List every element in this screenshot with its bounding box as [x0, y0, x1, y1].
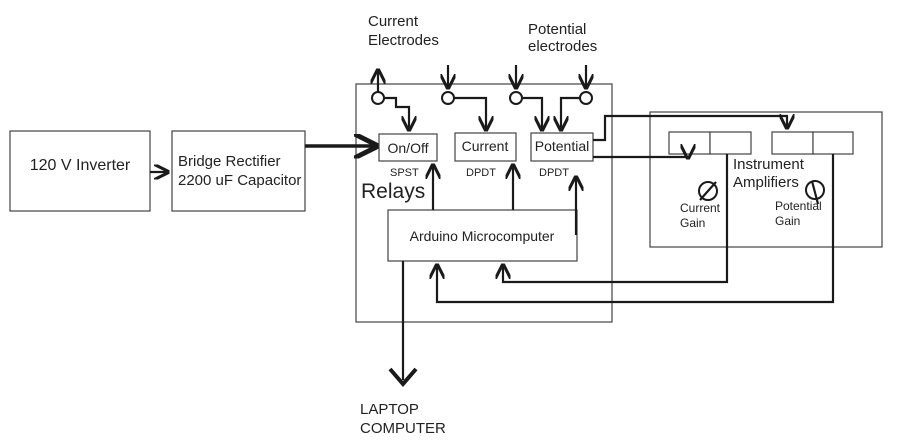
current-gain-label-1: Current — [680, 201, 721, 215]
amp-current-in-b — [709, 131, 752, 155]
potential-gain-label-2: Gain — [775, 214, 800, 228]
current-electrode-terminal-2 — [441, 91, 455, 105]
relay-current-box — [454, 132, 517, 162]
potential-relay-to-current-amp-wire — [593, 157, 688, 158]
potential-gain-knob-pointer — [810, 180, 820, 205]
potential-electrodes-label-1: Potential — [528, 21, 586, 38]
current-electrode-wire — [454, 96, 486, 130]
inverter-block — [9, 130, 151, 212]
potential-electrode-wire-2 — [561, 96, 580, 130]
relay-onoff-box — [378, 133, 438, 162]
current-electrodes-label-2: Electrodes — [368, 32, 439, 49]
dpdt-potential-label: DPDT — [539, 167, 569, 179]
relay-onoff-label: On/Off — [388, 140, 429, 156]
current-electrode-terminal-1 — [371, 91, 385, 105]
arduino-block — [387, 209, 578, 262]
potential-gain-label-1: Potential — [775, 199, 822, 213]
relay-potential-label: Potential — [535, 138, 589, 154]
current-amp-to-arduino-wire — [503, 154, 729, 284]
potential-amp-to-arduino-wire — [437, 154, 835, 304]
amp-potential-in-a — [771, 131, 814, 155]
potential-electrode-terminal-2 — [579, 91, 593, 105]
inverter-label: 120 V Inverter — [30, 157, 131, 174]
potential-relay-to-amp-wire — [593, 116, 787, 142]
laptop-label-line1: LAPTOP — [360, 401, 419, 418]
current-electrodes-label-1: Current — [368, 13, 419, 30]
spst-label: SPST — [390, 167, 419, 179]
amp-current-in-a — [668, 131, 711, 155]
rectifier-label-line1: Bridge Rectifier — [178, 153, 281, 170]
laptop-arrowhead — [388, 367, 418, 388]
relay-board-frame — [355, 83, 613, 323]
rectifier-block — [171, 130, 306, 212]
laptop-label-line2: COMPUTER — [360, 420, 446, 437]
relay-potential-box — [530, 132, 594, 162]
dpdt-current-label: DPDT — [466, 167, 496, 179]
potential-electrode-wire-1 — [522, 96, 542, 130]
potential-electrode-terminal-1 — [509, 91, 523, 105]
arduino-label: Arduino Microcomputer — [410, 228, 555, 244]
relay-current-label: Current — [462, 138, 509, 154]
amp-label-line2: Amplifiers — [733, 174, 799, 191]
current-gain-knob-pointer — [699, 181, 717, 201]
potential-electrodes-label-2: electrodes — [528, 38, 597, 55]
amp-label-line1: Instrument — [733, 156, 805, 173]
rectifier-label-line2: 2200 uF Capacitor — [178, 172, 301, 189]
current-gain-label-2: Gain — [680, 216, 705, 230]
current-terminal-to-relay — [384, 96, 409, 130]
relays-title: Relays — [361, 180, 425, 203]
amp-potential-in-b — [812, 131, 854, 155]
